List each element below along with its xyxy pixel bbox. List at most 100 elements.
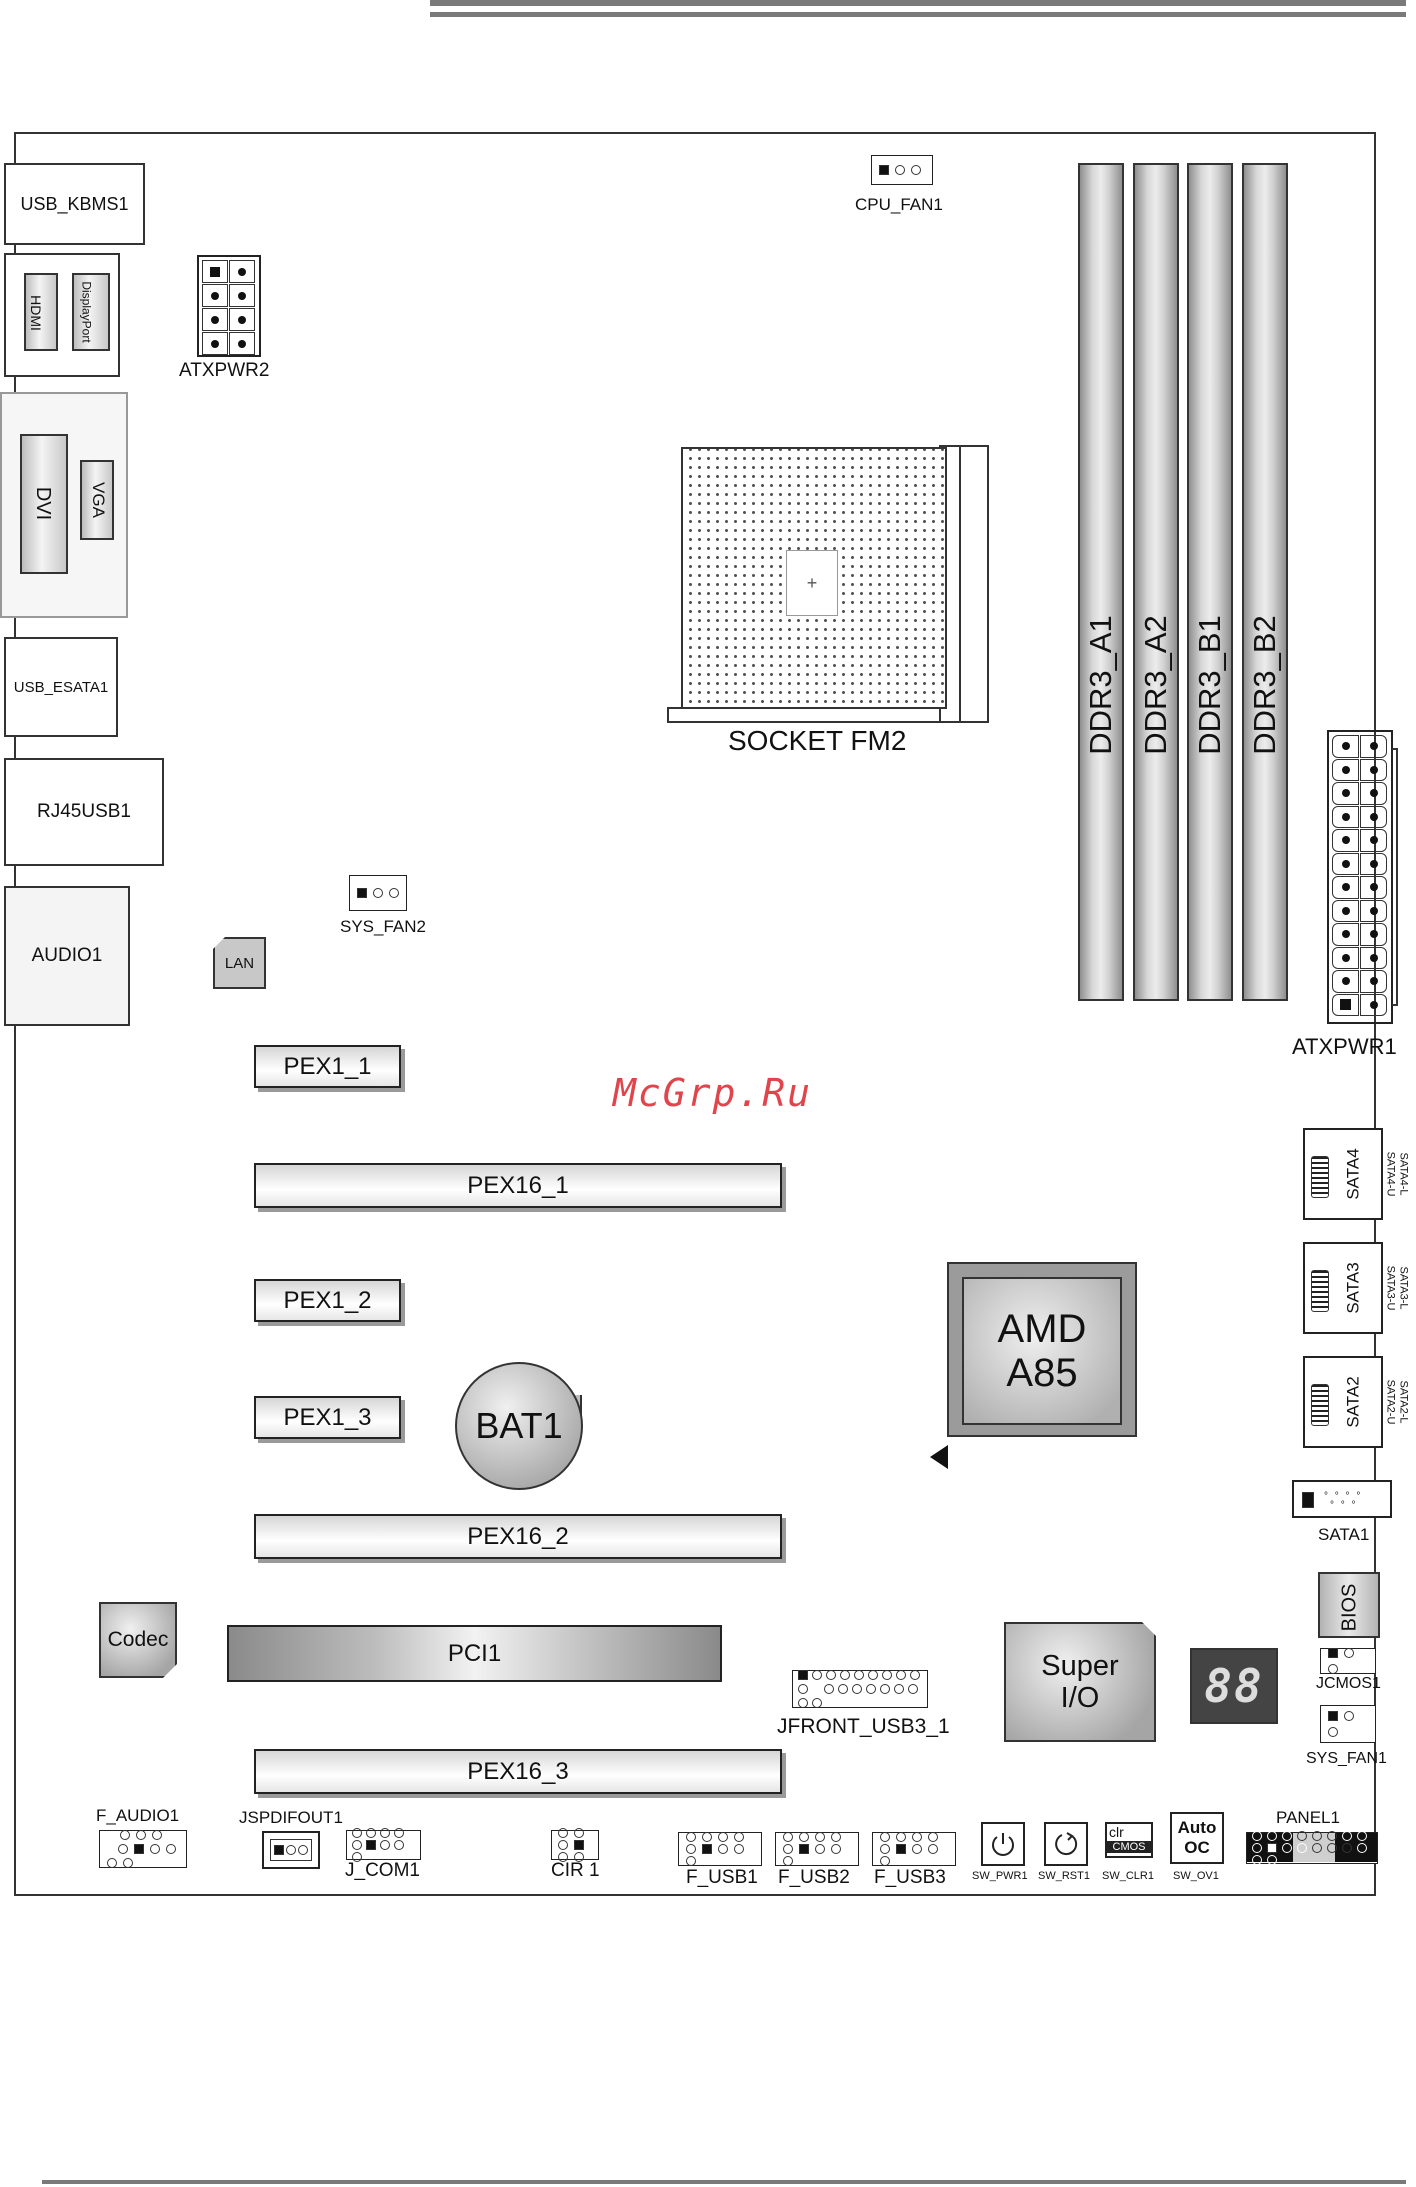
atx-pin [1360, 993, 1387, 1016]
audio-label: AUDIO1 [31, 945, 103, 966]
sata3-connector: SATA3 [1303, 1242, 1383, 1334]
cpu-socket: + [667, 445, 989, 723]
sw-pwr-button[interactable] [981, 1822, 1025, 1866]
atx-pin [1332, 876, 1359, 899]
reset-icon [1055, 1832, 1078, 1856]
pci1-slot: PCI1 [227, 1625, 722, 1682]
socket-label: SOCKET FM2 [728, 725, 907, 756]
cir-label: CIR 1 [551, 1860, 600, 1881]
dvi-vga-port-block: DVI VGA [0, 392, 128, 618]
sw-pwr-label: SW_PWR1 [972, 1870, 1028, 1882]
codec-chip: Codec [99, 1602, 177, 1678]
atx-pin [1332, 993, 1359, 1016]
hdmi-port: HDMI [24, 273, 58, 351]
sata2-connector: SATA2 [1303, 1356, 1383, 1448]
sw-ov-button[interactable]: Auto OC [1170, 1812, 1224, 1864]
cpu-fan-header [871, 155, 933, 185]
atx-pin [1360, 899, 1387, 922]
top-rule-2 [430, 12, 1406, 17]
sw-rst-button[interactable] [1044, 1822, 1088, 1866]
panel-header [1246, 1830, 1378, 1865]
atx-pin [1332, 852, 1359, 875]
f-audio-label: F_AUDIO1 [96, 1806, 180, 1825]
sata1-connector: ° ° ° ° ° ° ° [1292, 1480, 1392, 1518]
sata4-connector: SATA4 [1303, 1128, 1383, 1220]
sata4-sub-u: SATA4-U [1384, 1151, 1397, 1197]
sata2-sub-l: SATA2-L [1397, 1380, 1410, 1424]
atx-pin [1332, 970, 1359, 993]
pex1-1-slot: PEX1_1 [254, 1045, 401, 1088]
atxpwr1-label: ATXPWR1 [1292, 1034, 1397, 1059]
sw-ov-label: SW_OV1 [1173, 1870, 1219, 1882]
f-audio-header [99, 1830, 187, 1868]
panel-label: PANEL1 [1276, 1808, 1340, 1827]
pex16-3-slot: PEX16_3 [254, 1749, 782, 1794]
atx-pin [1332, 899, 1359, 922]
sw-clr-button[interactable]: clr CMOS [1105, 1822, 1153, 1858]
atxpwr2-connector [197, 255, 261, 357]
jfront-usb3-header [792, 1670, 928, 1708]
f-usb1-header [678, 1832, 762, 1866]
sys-fan1-header [1320, 1705, 1376, 1743]
cpu-fan-label: CPU_FAN1 [855, 195, 943, 214]
pex1-3-slot: PEX1_3 [254, 1396, 401, 1439]
jcom-label: J_COM1 [345, 1860, 420, 1881]
audio-port: AUDIO1 [4, 886, 130, 1026]
pex16-2-slot: PEX16_2 [254, 1514, 782, 1559]
socket-pin-grid [681, 447, 947, 709]
sata4-sub-l: SATA4-L [1397, 1152, 1410, 1196]
f-usb2-header [775, 1832, 859, 1866]
jcmos-label: JCMOS1 [1316, 1675, 1381, 1692]
sata2-sub-u: SATA2-U [1384, 1379, 1397, 1425]
vga-port: VGA [80, 460, 114, 540]
usb-kbms-label: USB_KBMS1 [20, 193, 129, 214]
sys-fan2-header [349, 875, 407, 911]
f-usb1-label: F_USB1 [686, 1867, 758, 1888]
sata3-sub-l: SATA3-L [1397, 1266, 1410, 1310]
pex1-2-slot: PEX1_2 [254, 1279, 401, 1322]
atx-pin [1332, 805, 1359, 828]
atx-pin [1360, 970, 1387, 993]
sata1-label: SATA1 [1318, 1525, 1370, 1544]
jfront-usb3-label: JFRONT_USB3_1 [777, 1715, 950, 1738]
sata3-sub-u: SATA3-U [1384, 1265, 1397, 1311]
super-io-chip: Super I/O [1004, 1622, 1156, 1742]
lan-chip: LAN [213, 937, 266, 989]
atx-pin [1360, 946, 1387, 969]
power-icon [992, 1833, 1014, 1856]
jspdifout-header [262, 1831, 320, 1869]
watermark: McGrp.Ru [613, 1071, 813, 1115]
rj45-usb-port: RJ45USB1 [4, 758, 164, 866]
atx-pin [1360, 923, 1387, 946]
debug-led-display: 88 [1190, 1648, 1278, 1724]
usb-kbms-port: USB_KBMS1 [4, 163, 145, 245]
dimm-slot-a1: DDR3_A1 [1078, 163, 1124, 1001]
pin1-marker [930, 1445, 948, 1469]
dimm-slot-b1: DDR3_B1 [1187, 163, 1233, 1001]
atx-pin [1360, 735, 1387, 758]
atx-pin [1360, 782, 1387, 805]
battery: BAT1 [455, 1362, 583, 1490]
atx-pin [1332, 735, 1359, 758]
atx-pin [1332, 758, 1359, 781]
atx-pin [1360, 829, 1387, 852]
dimm-slot-b2: DDR3_B2 [1242, 163, 1288, 1001]
top-rule-1 [430, 0, 1406, 6]
sys-fan1-label: SYS_FAN1 [1306, 1750, 1387, 1767]
usb-esata-port: USB_ESATA1 [4, 637, 118, 737]
atxpwr2-label: ATXPWR2 [179, 360, 270, 381]
dimm-slot-a2: DDR3_A2 [1133, 163, 1179, 1001]
rj45-usb-label: RJ45USB1 [37, 801, 131, 822]
sw-rst-label: SW_RST1 [1038, 1870, 1090, 1882]
hdmi-dp-port-block: HDMI DisplayPort [4, 253, 120, 377]
atx-pin [1360, 758, 1387, 781]
bottom-rule [42, 2180, 1406, 2184]
amd-chipset: AMD A85 [962, 1277, 1122, 1425]
atx-pin [1360, 876, 1387, 899]
sys-fan2-label: SYS_FAN2 [340, 917, 426, 936]
cir-header [551, 1828, 599, 1862]
f-usb3-header [872, 1832, 956, 1866]
atx-pin [1332, 782, 1359, 805]
usb-esata-label: USB_ESATA1 [13, 678, 109, 696]
displayport-port: DisplayPort [72, 273, 110, 351]
